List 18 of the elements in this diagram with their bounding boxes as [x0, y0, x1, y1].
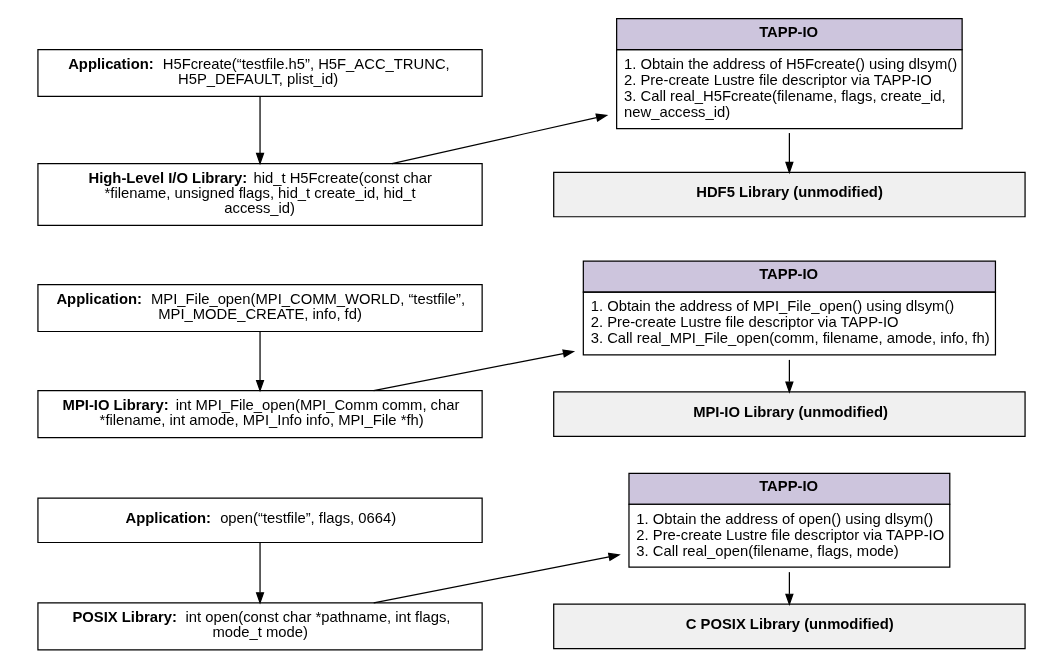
- arrow: [373, 349, 576, 392]
- node-box: C POSIX Library (unmodified): [553, 603, 1026, 650]
- node-box: HDF5 Library (unmodified): [553, 171, 1026, 218]
- node-box: Application: MPI_File_open(MPI_COMM_WORLD, “testfile”, MPI_MODE_CREATE, info, fd): [37, 284, 483, 333]
- node-box: Application: H5Fcreate(“testfile.h5”, H5F_ACC_TRUNC, H5P_DEFAULT, plist_id): [37, 48, 483, 98]
- arrow: [255, 331, 265, 393]
- arrow: [785, 359, 794, 394]
- arrow: [373, 552, 621, 604]
- node-box: MPI-IO Library: int MPI_File_open(MPI_Comm comm, char *filename, int amode, MPI_Info info, MPI_File *fh): [37, 390, 483, 439]
- node-box: MPI-IO Library (unmodified): [553, 391, 1026, 437]
- node-box: Application: open(“testfile”, flags, 0664): [37, 497, 483, 544]
- node-box: High-Level I/O Library: hid_t H5Fcreate(const char *filename, unsigned flags, hid_t create_id, hid_t access_id): [37, 163, 483, 226]
- arrow: [785, 132, 794, 175]
- node-box: POSIX Library: int open(const char *pathname, int flags, mode_t mode): [37, 602, 483, 651]
- arrow: [785, 571, 794, 606]
- arrow: [255, 542, 265, 605]
- arrow: [255, 96, 265, 166]
- arrow: [391, 113, 609, 165]
